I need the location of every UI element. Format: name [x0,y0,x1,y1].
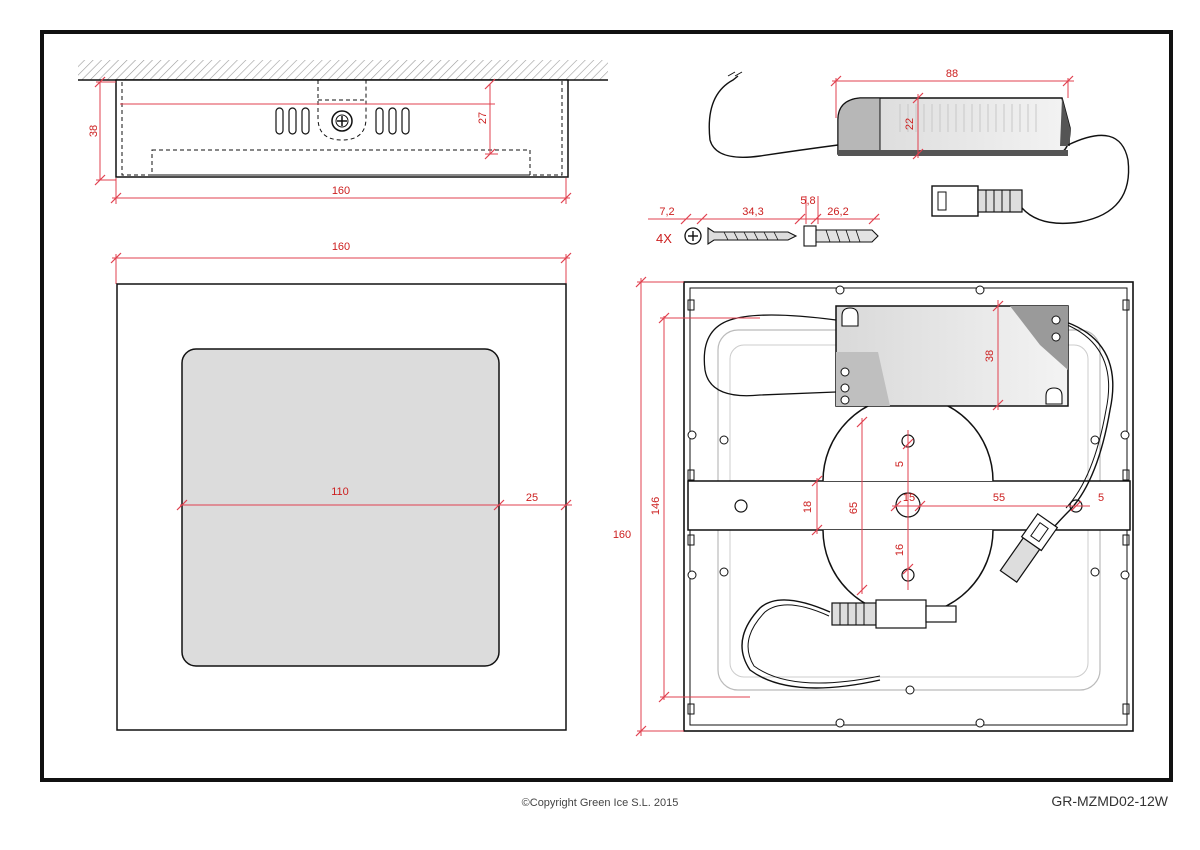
dim-light-area: 110 [331,486,349,498]
copyright-text: ©Copyright Green Ice S.L. 2015 [521,797,679,809]
dim-hole-offset: 55 [993,492,1005,504]
dim-plug-diameter: 5,8 [800,195,815,207]
dim-screw-length: 34,3 [742,206,763,218]
dim-driver-width: 38 [984,350,996,362]
front-view: 160 110 25 [110,241,572,731]
dim-back-outer: 160 [613,529,631,541]
dim-bracket-width: 18 [802,501,814,513]
dim-hole-bottom: 16 [894,544,906,556]
screw-plug-view: 4X 7,2 34,3 5,8 26,2 [648,195,880,247]
dim-front-width: 160 [332,241,350,253]
product-code: GR-MZMD02-12W [1051,793,1168,809]
drawing-frame [40,30,1173,782]
dim-side-inner: 27 [477,112,489,124]
driver-view: 88 22 [708,68,1130,225]
dim-screw-head: 7,2 [659,206,674,218]
dim-side-width: 160 [332,185,350,197]
side-view: 38 27 160 [78,60,608,204]
dim-border: 25 [526,492,538,504]
light-panel [181,348,500,667]
dim-plate-diameter: 65 [848,502,860,514]
screw-quantity: 4X [656,231,672,246]
dim-driver-height: 22 [904,118,916,130]
screw-head-icon [684,227,702,245]
connector-plug-icon [999,512,1059,583]
vent-slots [275,107,410,135]
driver-connector-icon [931,185,1023,217]
plug-cap [803,225,817,247]
connector-socket-icon [831,599,957,629]
dim-hole-right: 5 [1098,492,1104,504]
back-view: 38 18 65 15 55 5 5 16 146 160 [613,276,1134,737]
dim-side-height: 38 [88,125,100,137]
dim-hole-top: 5 [894,461,906,467]
plug-icon [815,229,879,243]
dim-plug-length: 26,2 [827,206,848,218]
screw-icon [707,226,798,246]
side-screw-icon [331,110,353,132]
dim-driver-length: 88 [946,68,958,80]
ceiling-hatch [78,60,608,80]
dim-back-inner: 146 [650,497,662,515]
dim-center-hole: 15 [903,492,915,504]
